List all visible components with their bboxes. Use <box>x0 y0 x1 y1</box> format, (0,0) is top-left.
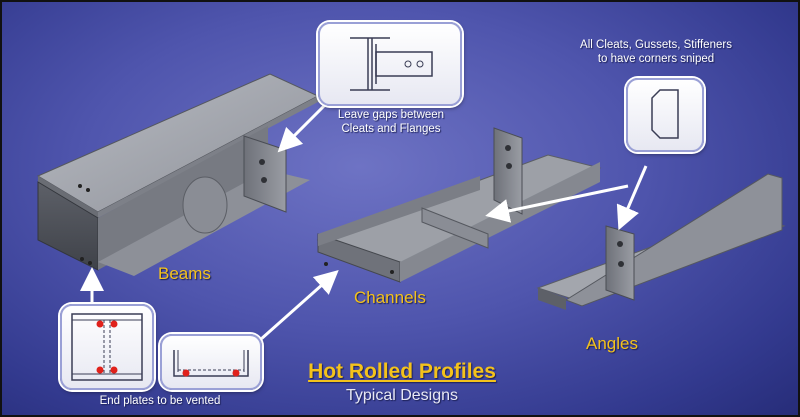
vented-end-plate-icon <box>71 313 143 381</box>
angles-label: Angles <box>586 334 638 353</box>
beam-web-face <box>98 126 268 270</box>
beam-model <box>36 73 320 276</box>
channel-divider <box>421 207 489 249</box>
beam-end-hole <box>86 188 90 192</box>
vented-channel-end-icon <box>173 350 249 377</box>
vented-channel-end-callout <box>160 334 262 390</box>
cleat-gap-callout <box>318 22 462 106</box>
angle-cleat-hole <box>617 241 623 247</box>
cleat-gap-note: Leave gaps between Cleats and Flanges <box>337 109 445 135</box>
beam-cleat <box>243 135 287 213</box>
arrow-to-channel-divider <box>485 184 629 223</box>
angle-cleat-hole <box>618 261 624 267</box>
callout-arrows <box>80 98 648 342</box>
cleat-gap-icon <box>350 37 433 91</box>
sniped-corners-note: All Cleats, Gussets, Stiffeners to have … <box>580 39 732 65</box>
page-title: Hot Rolled Profiles <box>308 360 496 383</box>
beam-stiffener <box>182 176 228 234</box>
angle-model <box>536 173 786 310</box>
arrow-to-angle-cleat <box>616 165 648 231</box>
vented-end-plate-callout <box>60 304 154 390</box>
vented-note: End plates to be vented <box>99 395 221 407</box>
page-subtitle: Typical Designs <box>345 387 459 404</box>
channel-cleat-hole <box>505 145 511 151</box>
beam-cleat-hole <box>259 159 265 165</box>
angle-vertical-leg <box>564 173 783 307</box>
sniped-corner-callout <box>626 78 704 152</box>
angle-end <box>538 288 566 310</box>
channel-end-hole <box>324 262 328 266</box>
channels-label: Channels <box>354 288 426 307</box>
beams-label: Beams <box>158 264 211 283</box>
beam-end-hole <box>88 261 92 265</box>
sniped-corner-icon <box>651 89 679 139</box>
channel-cleat-hole <box>506 163 512 169</box>
beam-top-flange-edge <box>38 176 98 218</box>
channel-cleat <box>493 127 523 215</box>
channel-back-side <box>318 176 480 246</box>
channel-end-hole <box>390 270 394 274</box>
beam-end-hole <box>80 257 84 261</box>
arrow-to-beam-cleat <box>277 98 332 153</box>
beam-end-hole <box>78 184 82 188</box>
beam-top-flange-edge-right <box>98 96 318 218</box>
channel-model <box>316 127 602 283</box>
beam-cleat-hole <box>261 177 267 183</box>
arrow-to-channel-end <box>259 270 339 342</box>
